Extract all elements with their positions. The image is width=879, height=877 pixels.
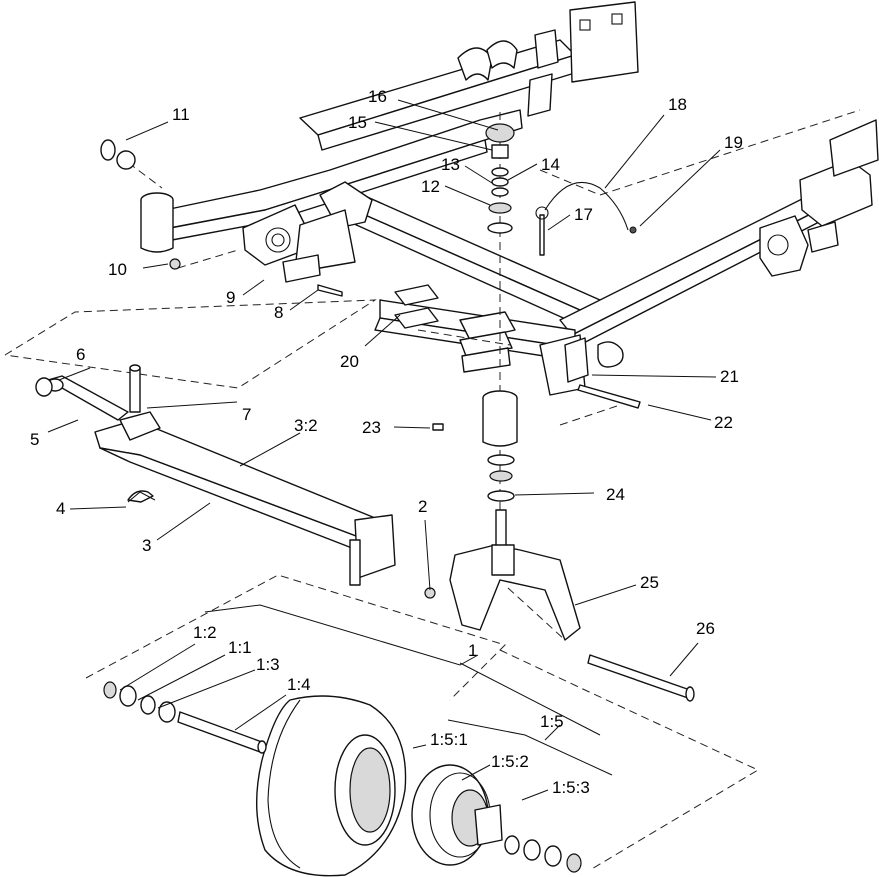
callout-11: 11 xyxy=(172,105,190,124)
callout-8: 8 xyxy=(274,303,283,322)
callout-16: 16 xyxy=(368,87,387,106)
wheel-rim xyxy=(411,764,503,866)
callout-2: 2 xyxy=(418,497,427,516)
callout-1-5-1: 1:5:1 xyxy=(430,730,468,749)
callout-1-5-2: 1:5:2 xyxy=(491,752,529,771)
callout-7: 7 xyxy=(242,405,251,424)
axle-bolt xyxy=(587,654,695,702)
callout-12: 12 xyxy=(421,177,440,196)
callout-1-5: 1:5 xyxy=(540,712,564,731)
callout-20: 20 xyxy=(340,352,359,371)
callout-1-4: 1:4 xyxy=(287,675,311,694)
main-frame xyxy=(140,1,879,396)
callout-1-2: 1:2 xyxy=(193,623,217,642)
caster-fork xyxy=(449,509,581,641)
callout-1-5-3: 1:5:3 xyxy=(552,778,590,797)
callout-19: 19 xyxy=(724,133,743,152)
callout-14: 14 xyxy=(541,155,560,174)
swing-arm xyxy=(35,364,396,586)
callout-3-2: 3:2 xyxy=(294,416,318,435)
callout-22: 22 xyxy=(714,413,733,432)
callout-18: 18 xyxy=(668,95,687,114)
callout-25: 25 xyxy=(640,573,659,592)
wheel-bearings-left xyxy=(103,681,176,723)
wheel-bearings-right xyxy=(504,835,582,873)
leader-lines xyxy=(47,99,721,801)
callout-21: 21 xyxy=(720,367,739,386)
callout-24: 24 xyxy=(606,485,625,504)
callout-4: 4 xyxy=(56,499,65,518)
callout-3: 3 xyxy=(142,536,151,555)
callout-1: 1 xyxy=(468,641,477,660)
wheel-axle-pin xyxy=(177,711,267,754)
callout-13: 13 xyxy=(441,155,460,174)
construction-lines xyxy=(4,109,861,871)
caster-socket-tube xyxy=(482,390,518,447)
callout-1-1: 1:1 xyxy=(228,638,252,657)
small-parts xyxy=(100,123,641,599)
callout-26: 26 xyxy=(696,619,715,638)
bearing-stack xyxy=(487,454,515,502)
callout-23: 23 xyxy=(362,418,381,437)
tire xyxy=(256,695,407,877)
callout-5: 5 xyxy=(30,430,39,449)
callout-17: 17 xyxy=(574,205,593,224)
callout-15: 15 xyxy=(348,113,367,132)
callout-10: 10 xyxy=(108,260,127,279)
callout-1-3: 1:3 xyxy=(256,655,280,674)
callout-9: 9 xyxy=(226,288,235,307)
callout-labels: 11 16 15 18 19 13 14 12 17 10 9 8 20 6 2… xyxy=(30,87,743,797)
callout-6: 6 xyxy=(76,345,85,364)
